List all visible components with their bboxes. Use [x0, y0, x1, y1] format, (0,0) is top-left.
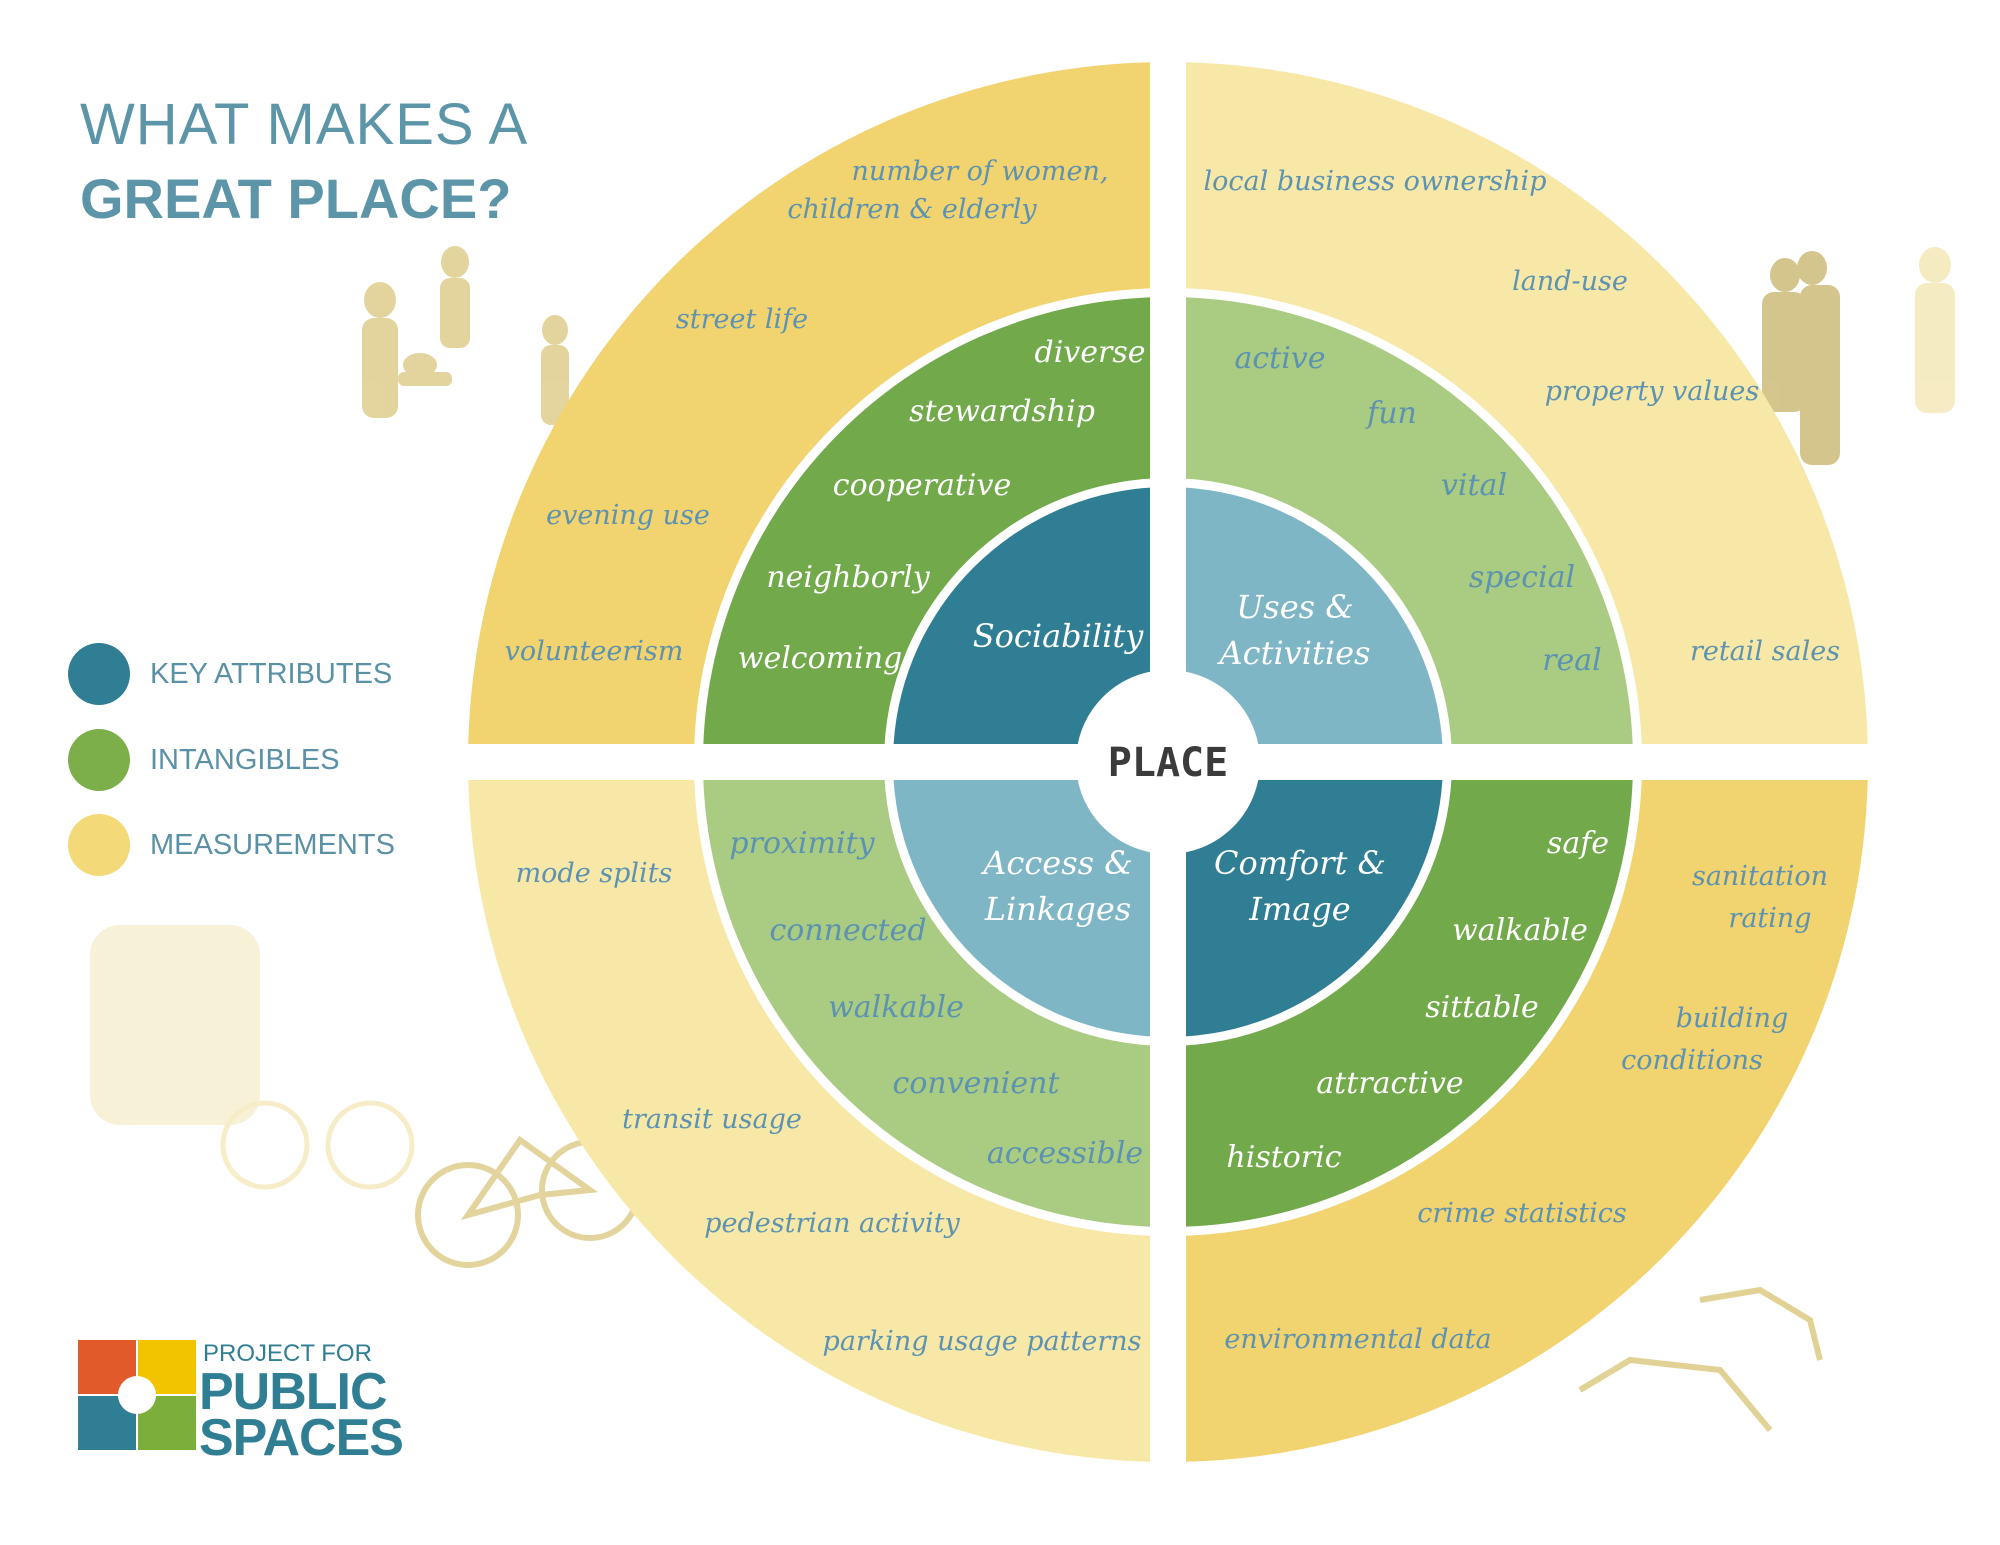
- comfort-intangible-2: walkable: [1452, 913, 1588, 948]
- attribute-label-access-line2: Linkages: [984, 890, 1131, 928]
- legend-label-key-attributes: KEY ATTRIBUTES: [150, 657, 393, 690]
- uses-intangible-1: active: [1234, 341, 1325, 376]
- sociability-measurement-2: children & elderly: [787, 194, 1037, 225]
- sociability-measurement-4: evening use: [546, 500, 710, 531]
- legend-key-attributes: KEY ATTRIBUTES: [68, 642, 392, 706]
- sociability-attribute-wedge: [893, 487, 1150, 744]
- uses-intangible-3: vital: [1441, 468, 1507, 503]
- access-intangible-2: connected: [769, 913, 926, 948]
- uses-measurement-1: local business ownership: [1204, 166, 1547, 197]
- sociability-intangible-2: stewardship: [909, 394, 1095, 429]
- place-rings: [463, 57, 1873, 1467]
- legend-label-measurements: MEASUREMENTS: [150, 828, 395, 861]
- title-line-2: GREAT PLACE?: [80, 166, 512, 230]
- uses-intangible-4: special: [1469, 560, 1575, 595]
- legend-label-intangibles: INTANGIBLES: [150, 743, 340, 776]
- people-silhouette-top-left: [362, 246, 569, 425]
- access-intangible-5: accessible: [987, 1136, 1143, 1171]
- comfort-intangible-3: sittable: [1425, 990, 1539, 1025]
- legend-dot-key-attributes: [68, 643, 130, 705]
- access-attribute-wedge: [893, 780, 1150, 1037]
- access-measurement-1: mode splits: [516, 858, 673, 889]
- comfort-measurement-2: rating: [1728, 903, 1811, 934]
- access-intangible-1: proximity: [729, 826, 875, 861]
- title-line-1: WHAT MAKES A: [80, 92, 529, 157]
- comfort-measurement-1: sanitation: [1692, 861, 1828, 892]
- comfort-intangible-4: attractive: [1316, 1066, 1463, 1101]
- legend-measurements: MEASUREMENTS: [68, 813, 395, 877]
- access-measurement-4: parking usage patterns: [823, 1326, 1142, 1357]
- bike-silhouette-faint: [220, 1100, 415, 1190]
- comfort-measurement-5: crime statistics: [1417, 1198, 1626, 1229]
- access-measurement-3: pedestrian activity: [704, 1208, 960, 1239]
- legend-dot-measurements: [68, 814, 130, 876]
- page-title: WHAT MAKES A GREAT PLACE?: [80, 92, 529, 230]
- sociability-intangible-4: neighborly: [766, 560, 930, 595]
- chairs-silhouette: [1578, 1286, 1823, 1432]
- project-for-public-spaces-logo: PROJECT FOR PUBLIC SPACES: [78, 1340, 404, 1467]
- uses-measurement-4: retail sales: [1690, 636, 1840, 667]
- decorative-silhouettes: [90, 246, 1955, 1432]
- comfort-intangible-1: safe: [1547, 826, 1609, 861]
- sociability-measurement-3: street life: [676, 304, 808, 335]
- legend-dot-intangibles: [68, 729, 130, 791]
- dancers-silhouette: [1762, 251, 1840, 465]
- musician-silhouette: [1915, 247, 1955, 413]
- comfort-measurement-3: building: [1676, 1003, 1789, 1034]
- attribute-label-comfort-line1: Comfort &: [1214, 844, 1386, 882]
- uses-measurement-2: land-use: [1512, 266, 1628, 297]
- sociability-intangible-3: cooperative: [833, 468, 1011, 503]
- attribute-label-uses-line1: Uses &: [1236, 588, 1353, 626]
- uses-measurement-3: property values: [1545, 376, 1760, 407]
- uses-intangible-5: real: [1542, 643, 1602, 678]
- logo-line-1: PROJECT FOR: [203, 1340, 372, 1367]
- logo-center-circle: [118, 1376, 156, 1414]
- uses-attribute-wedge: [1186, 487, 1443, 744]
- place-center-circle: [1076, 670, 1260, 854]
- comfort-measurement-4: conditions: [1621, 1045, 1763, 1076]
- place-center-label: PLACE: [1108, 740, 1228, 786]
- comfort-intangible-5: historic: [1226, 1140, 1341, 1175]
- sociability-measurement-1: number of women,: [852, 156, 1109, 187]
- access-intangible-4: convenient: [893, 1066, 1061, 1101]
- sociability-intangible-5: welcoming: [738, 641, 902, 676]
- logo-line-2: PUBLIC: [199, 1363, 388, 1421]
- sociability-measurement-5: volunteerism: [505, 636, 684, 667]
- attribute-label-sociability: Sociability: [973, 617, 1144, 655]
- comfort-measurement-6: environmental data: [1224, 1324, 1491, 1355]
- logo-line-3: SPACES: [199, 1409, 404, 1467]
- sociability-intangible-1: diverse: [1035, 335, 1146, 370]
- attribute-label-comfort-line2: Image: [1248, 890, 1350, 928]
- bus-silhouette: [90, 925, 260, 1125]
- access-intangible-3: walkable: [828, 990, 964, 1025]
- comfort-attribute-wedge: [1186, 780, 1443, 1037]
- uses-intangible-2: fun: [1365, 396, 1417, 431]
- access-measurement-2: transit usage: [622, 1104, 802, 1135]
- attribute-label-uses-line2: Activities: [1217, 634, 1371, 672]
- legend-intangibles: INTANGIBLES: [68, 728, 340, 792]
- attribute-label-access-line1: Access &: [980, 844, 1132, 882]
